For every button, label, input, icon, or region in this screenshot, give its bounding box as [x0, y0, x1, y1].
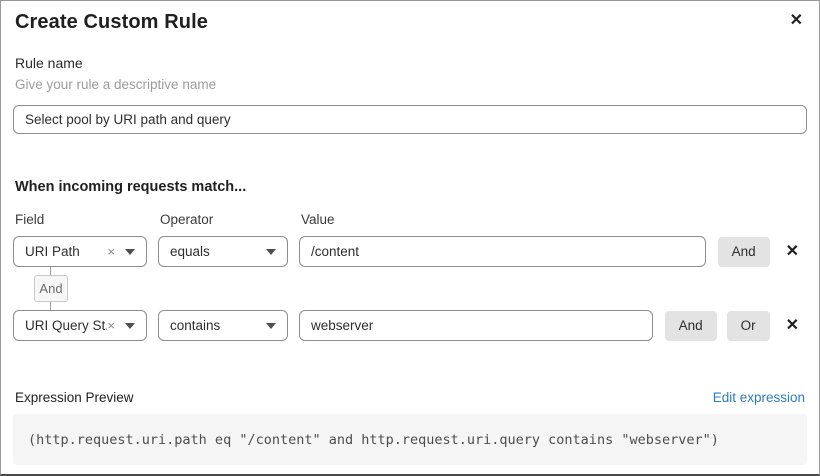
connector-line — [50, 302, 51, 310]
dialog-title: Create Custom Rule — [15, 11, 208, 33]
operator-column-label: Operator — [160, 212, 214, 227]
column-labels: Field Operator Value — [15, 212, 805, 227]
chevron-down-icon — [125, 248, 135, 255]
and-connector-badge: And — [34, 275, 68, 302]
rule-name-section: Rule name Give your rule a descriptive n… — [13, 55, 807, 134]
field-column-label: Field — [15, 212, 45, 227]
expression-code-block: (http.request.uri.path eq "/content" and… — [13, 414, 807, 465]
condition-row: URI Path × equals And ✕ — [13, 236, 807, 267]
match-section: When incoming requests match... Field Op… — [13, 179, 807, 341]
connector-line — [50, 267, 51, 275]
field-select-value: URI Path — [25, 244, 80, 259]
value-input[interactable] — [299, 236, 706, 267]
value-input[interactable] — [299, 310, 653, 341]
field-select[interactable]: URI Query St... × — [13, 310, 147, 341]
expression-preview-label: Expression Preview — [15, 390, 134, 405]
delete-condition-icon[interactable]: ✕ — [785, 242, 799, 260]
field-select-value: URI Query St... — [25, 318, 108, 333]
and-button[interactable]: And — [664, 310, 717, 341]
dialog-header: Create Custom Rule ✕ — [13, 11, 807, 34]
and-connector: And — [34, 267, 68, 310]
rule-name-label: Rule name — [15, 55, 83, 71]
chevron-down-icon — [266, 322, 276, 329]
close-icon[interactable]: ✕ — [786, 11, 807, 31]
expression-code: (http.request.uri.path eq "/content" and… — [28, 431, 719, 448]
clear-field-icon[interactable]: × — [107, 318, 115, 333]
value-column-label: Value — [301, 212, 335, 227]
operator-select[interactable]: equals — [158, 236, 288, 267]
operator-select-value: contains — [170, 318, 221, 333]
condition-row: URI Query St... × contains And Or ✕ — [13, 310, 807, 341]
and-button[interactable]: And — [717, 236, 770, 267]
chevron-down-icon — [125, 322, 135, 329]
edit-expression-link[interactable]: Edit expression — [712, 390, 805, 405]
delete-condition-icon[interactable]: ✕ — [785, 316, 799, 334]
operator-select-value: equals — [170, 244, 210, 259]
chevron-down-icon — [266, 248, 276, 255]
or-button[interactable]: Or — [726, 310, 770, 341]
expression-header: Expression Preview Edit expression — [15, 390, 805, 405]
match-heading: When incoming requests match... — [15, 179, 247, 195]
clear-field-icon[interactable]: × — [107, 244, 115, 259]
rule-name-helper: Give your rule a descriptive name — [15, 77, 217, 92]
field-select[interactable]: URI Path × — [13, 236, 147, 267]
operator-select[interactable]: contains — [158, 310, 288, 341]
rule-name-input[interactable] — [13, 105, 807, 134]
expression-section: Expression Preview Edit expression (http… — [13, 390, 807, 465]
